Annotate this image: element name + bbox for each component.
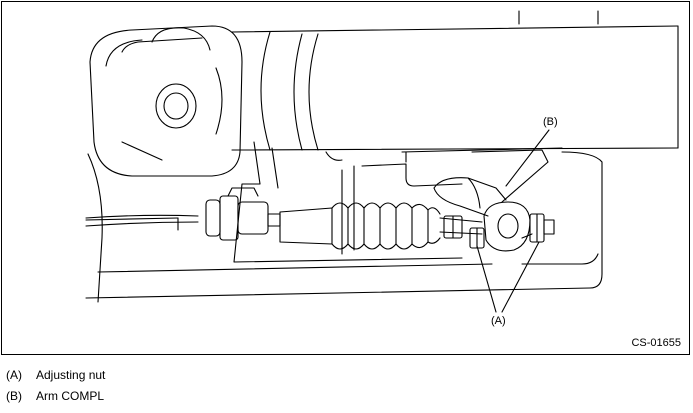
legend-row-b: (B) Arm COMPL: [6, 389, 104, 403]
legend-text: Arm COMPL: [36, 389, 105, 403]
callout-b-label: (B): [543, 116, 558, 128]
callout-a-label: (A): [491, 315, 506, 327]
legend-key: (B): [6, 389, 22, 403]
figure-code: CS-01655: [631, 337, 681, 349]
legend-key: (A): [6, 368, 22, 382]
service-illustration: (B) (A) CS-01655: [1, 1, 690, 355]
legend-row-a: (A) Adjusting nut: [6, 368, 105, 382]
cable-assembly-drawing-icon: [85, 10, 679, 313]
legend-text: Adjusting nut: [36, 368, 106, 382]
